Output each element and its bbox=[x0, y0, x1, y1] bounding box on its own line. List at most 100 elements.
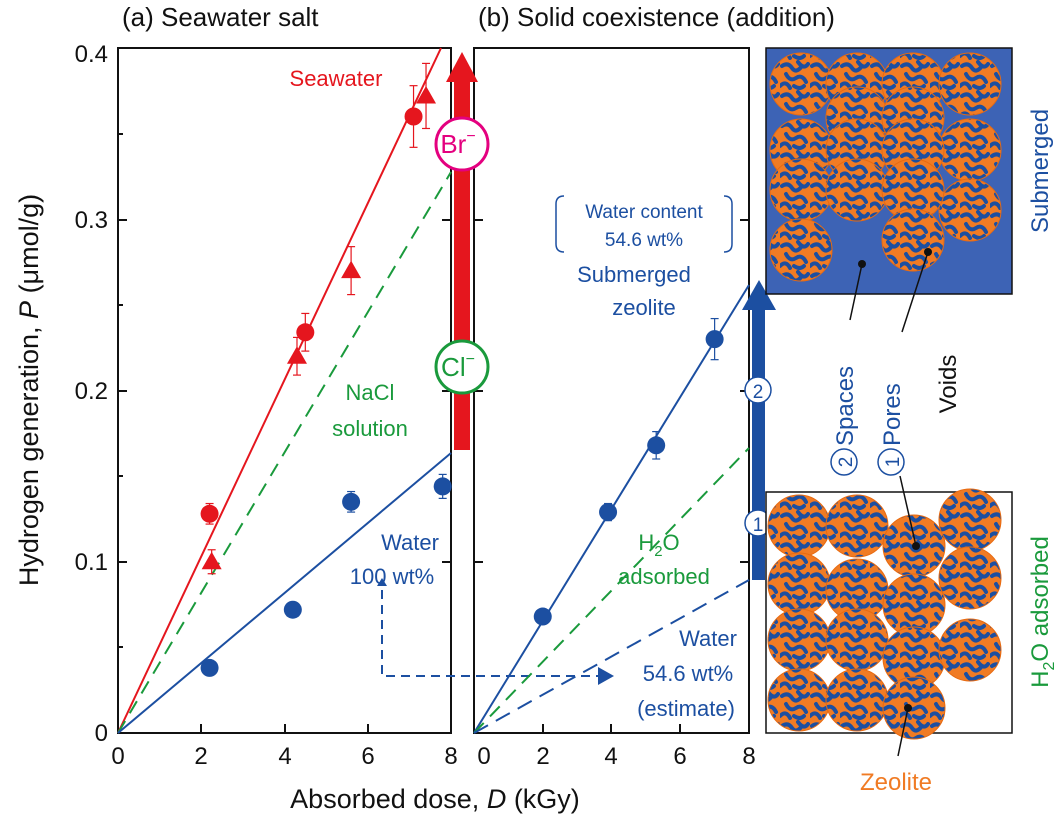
panel-a-title: (a) Seawater salt bbox=[122, 2, 319, 32]
ion-arrow-head bbox=[446, 52, 478, 82]
zeolite-sphere bbox=[769, 218, 833, 282]
x-tick-label: 0 bbox=[477, 743, 490, 770]
pores-leader-line bbox=[899, 475, 917, 547]
x-tick-label: 6 bbox=[673, 743, 686, 770]
panel-b-title: (b) Solid coexistence (addition) bbox=[478, 2, 835, 32]
zeolite-sphere bbox=[767, 494, 831, 558]
submerged-arrow-shaft bbox=[752, 304, 765, 580]
x-axis-label: Absorbed dose, D (kGy) bbox=[290, 784, 580, 814]
zeolite-sphere bbox=[938, 52, 1002, 116]
marker-1-label: 1 bbox=[753, 515, 764, 536]
water-content-bracket-right bbox=[723, 195, 733, 253]
zeolite-sphere bbox=[767, 552, 831, 616]
plot-frame-a bbox=[117, 47, 452, 734]
data-point-circle bbox=[647, 436, 666, 455]
br-ion-circle bbox=[434, 116, 490, 172]
data-point-triangle bbox=[286, 346, 307, 364]
zeolite-sphere bbox=[825, 158, 889, 222]
zeolite-sphere bbox=[769, 158, 833, 222]
zeolite-sphere bbox=[938, 618, 1002, 682]
cl-ion-circle bbox=[434, 339, 490, 395]
data-point-circle bbox=[433, 477, 452, 496]
connector-arrow-tip bbox=[598, 667, 614, 685]
water-estimate-label: 54.6 wt% bbox=[643, 661, 734, 686]
x-tick-label: 6 bbox=[361, 743, 374, 770]
water-estimate-line bbox=[473, 579, 750, 734]
y-tick-label: 0.1 bbox=[75, 549, 108, 576]
data-marks bbox=[200, 62, 724, 677]
data-point-circle bbox=[342, 492, 361, 511]
water-content-bracket-left bbox=[555, 195, 565, 253]
data-point-triangle bbox=[201, 551, 222, 570]
submerged-zeolite-label: zeolite bbox=[612, 295, 676, 320]
y-axis-label: Hydrogen generation, P (μmol/g) bbox=[14, 194, 44, 586]
zeolite-sphere bbox=[767, 608, 831, 672]
y-tick-label: 0 bbox=[95, 720, 108, 747]
zeolite-sphere bbox=[881, 208, 945, 272]
data-point-circle bbox=[533, 607, 552, 626]
y-tick-label: 0.3 bbox=[75, 207, 108, 234]
water-estimate-label: (estimate) bbox=[637, 696, 735, 721]
spaces-text: Spaces bbox=[832, 366, 859, 446]
voids-label: Voids bbox=[935, 355, 962, 414]
pores-num-circle bbox=[877, 448, 905, 476]
data-point-circle bbox=[296, 323, 315, 342]
data-point-circle bbox=[200, 504, 219, 523]
data-point-triangle bbox=[341, 260, 362, 279]
spaces-leader-line bbox=[849, 263, 863, 321]
zeolite-sphere bbox=[938, 178, 1002, 242]
marker-2-circle bbox=[744, 376, 772, 404]
zeolite-sphere bbox=[938, 546, 1002, 610]
connector-arrow-head bbox=[377, 578, 387, 586]
zeolite-sphere bbox=[825, 608, 889, 672]
h2o-adsorbed-label: H2O bbox=[638, 530, 679, 560]
submerged-zeolite-label: Submerged bbox=[577, 262, 691, 287]
data-point-circle bbox=[599, 503, 618, 522]
pores-num: 1 bbox=[883, 457, 904, 468]
pores-text: Pores bbox=[879, 383, 906, 446]
nacl-label: NaCl bbox=[346, 380, 395, 405]
x-tick-label: 2 bbox=[536, 743, 549, 770]
marker-2-label: 2 bbox=[753, 382, 764, 403]
y-tick-label: 0.4 bbox=[75, 41, 108, 68]
submerged-spheres bbox=[769, 52, 1002, 282]
br-ion-label: Br− bbox=[440, 128, 475, 159]
h2o-adsorbed-fit-line bbox=[473, 447, 750, 734]
x-tick-label: 2 bbox=[194, 743, 207, 770]
data-point-circle bbox=[283, 600, 302, 619]
submerged-side-label: Submerged bbox=[1027, 109, 1054, 233]
nacl-label: solution bbox=[332, 416, 408, 441]
pores-leader-line bbox=[901, 251, 929, 333]
h2o-adsorbed-label: adsorbed bbox=[618, 564, 710, 589]
adsorbed-side-label: H2O adsorbed bbox=[1027, 536, 1058, 688]
adsorbed-spheres bbox=[767, 488, 1002, 740]
nacl-fit-line bbox=[117, 171, 452, 734]
y-tick-label: 0.2 bbox=[75, 378, 108, 405]
y-axis-ticks bbox=[118, 47, 749, 734]
zeolite-label: Zeolite bbox=[860, 769, 932, 796]
cl-ion-label: Cl− bbox=[441, 351, 475, 382]
data-point-circle bbox=[705, 330, 724, 349]
zeolite-sphere bbox=[825, 668, 889, 732]
data-point-circle bbox=[200, 658, 219, 677]
zeolite-sphere bbox=[882, 676, 946, 740]
x-tick-label: 4 bbox=[604, 743, 617, 770]
zeolite-sphere bbox=[938, 118, 1002, 182]
x-tick-labels: 0 2 4 6 8 0 2 4 6 8 bbox=[111, 743, 755, 770]
water-label: Water bbox=[381, 530, 439, 555]
y-tick-labels: 0 0.1 0.2 0.3 0.4 bbox=[75, 41, 108, 747]
connector-arrow bbox=[381, 590, 600, 677]
water-content-label: Water content bbox=[585, 202, 703, 223]
x-tick-label: 8 bbox=[742, 743, 755, 770]
seawater-label: Seawater bbox=[290, 66, 383, 91]
zeolite-sphere bbox=[938, 488, 1002, 552]
water-label: 100 wt% bbox=[350, 564, 434, 589]
zeolite-sphere bbox=[767, 668, 831, 732]
data-point-circle bbox=[404, 107, 423, 126]
data-point-triangle bbox=[416, 85, 437, 104]
submerged-arrow-head bbox=[742, 280, 776, 310]
water-estimate-label: Water bbox=[679, 626, 737, 651]
x-tick-label: 4 bbox=[278, 743, 291, 770]
x-tick-label: 0 bbox=[111, 743, 124, 770]
